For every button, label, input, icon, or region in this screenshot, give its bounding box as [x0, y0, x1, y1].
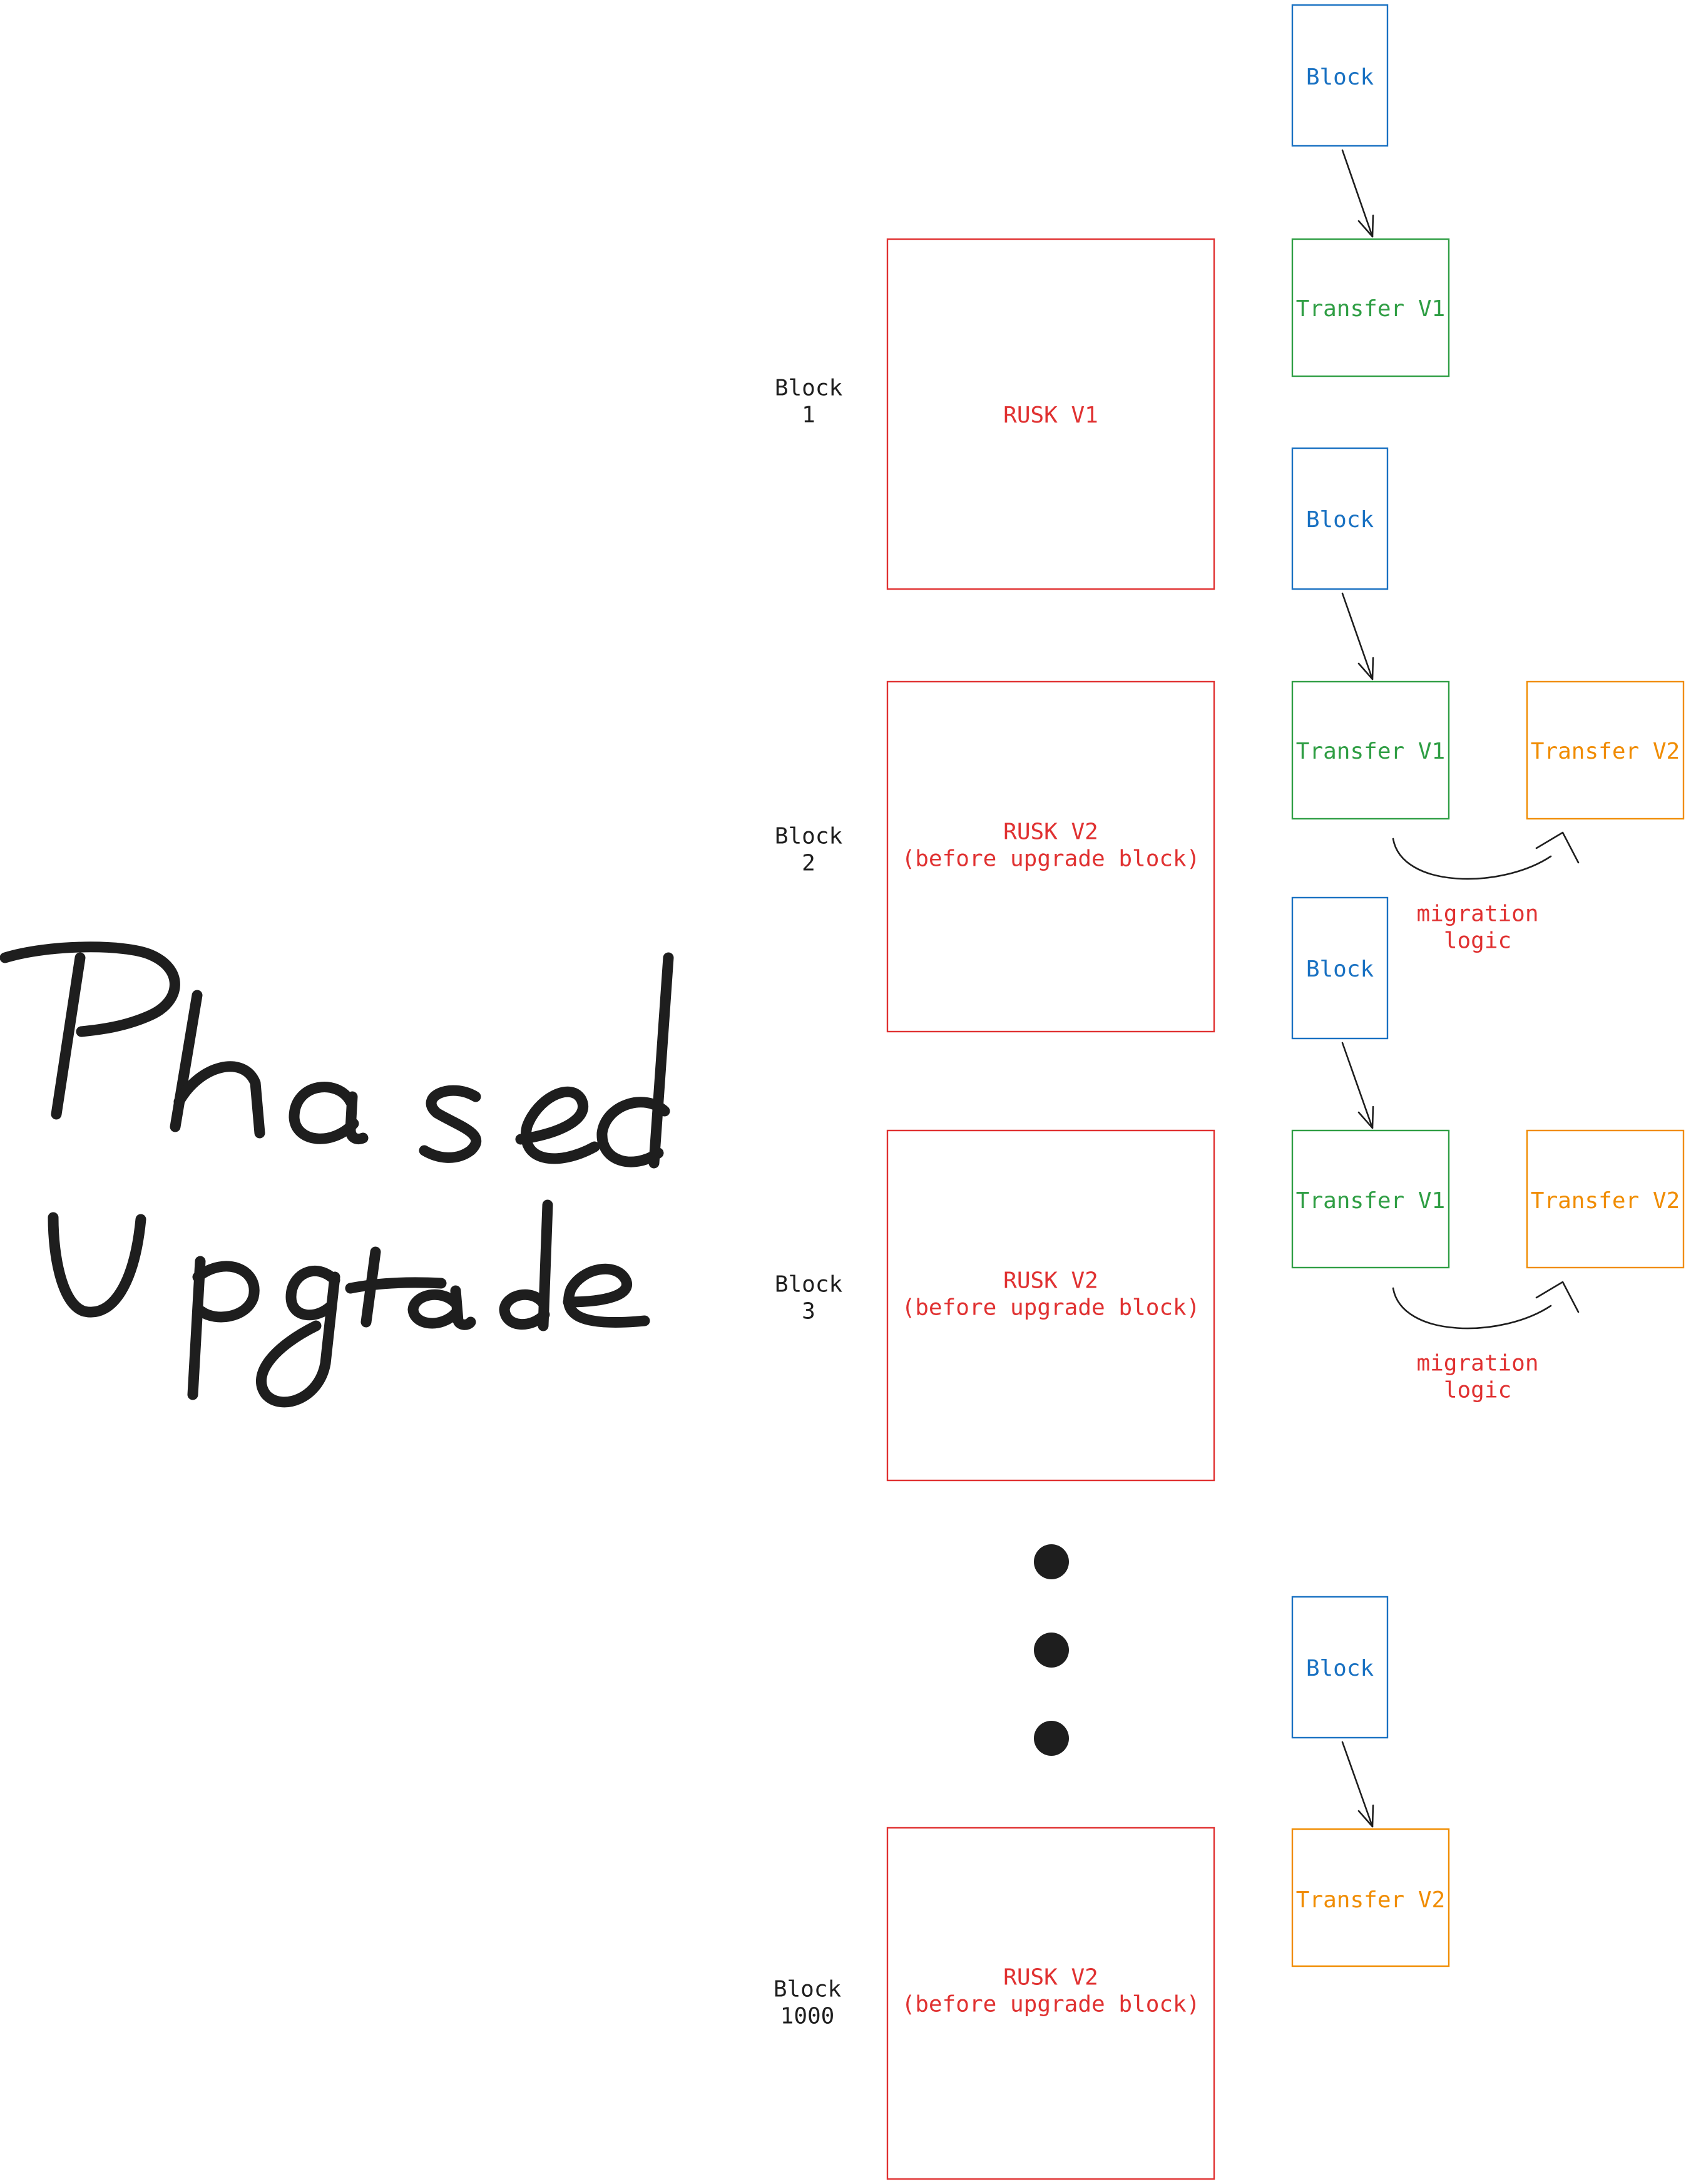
handwritten-title — [0, 941, 674, 1408]
text-line: Transfer V2 — [1531, 739, 1680, 764]
text-line: Block — [775, 824, 843, 849]
block-box-label: Block — [1306, 64, 1374, 90]
text-line: RUSK V2 — [1003, 819, 1098, 845]
rusk-box — [886, 1827, 1215, 2180]
text-line: Block — [1306, 64, 1374, 90]
text-line: Transfer V1 — [1296, 296, 1445, 322]
block-box-label: Block — [1306, 507, 1374, 533]
title-word-upgrade — [48, 1199, 650, 1408]
block-to-transfer-arrow — [1341, 1741, 1374, 1828]
text-line: migration — [1416, 901, 1538, 927]
block-to-transfer-arrow — [1341, 1042, 1374, 1129]
transfer-v2-label: Transfer V2 — [1531, 739, 1680, 764]
migration-arrow — [1392, 838, 1552, 880]
text-line: Block — [775, 376, 843, 401]
block-box — [1291, 4, 1389, 147]
text-line: 1 — [802, 402, 815, 428]
text-line: Transfer V2 — [1296, 1887, 1445, 1913]
arrowhead — [1357, 1804, 1374, 1828]
block-box-label: Block — [1306, 1656, 1374, 1681]
transfer-v1-label: Transfer V1 — [1296, 1188, 1445, 1214]
text-line: RUSK V2 — [1003, 1268, 1098, 1294]
transfer-v1-label: Transfer V1 — [1296, 739, 1445, 764]
block-to-transfer-arrow — [1341, 149, 1374, 238]
transfer-v2-label: Transfer V2 — [1296, 1887, 1445, 1913]
arrowhead — [1357, 1105, 1374, 1129]
rusk-label: RUSK V1 — [1003, 402, 1098, 428]
text-line: (before upgrade block) — [902, 846, 1200, 872]
transfer-v1-box — [1291, 238, 1450, 377]
text-line: Block — [775, 1272, 843, 1298]
ellipsis-dots — [1034, 1544, 1069, 1756]
text-line: Transfer V1 — [1296, 739, 1445, 764]
migration-arrow — [1392, 1287, 1552, 1330]
transfer-v1-box — [1291, 680, 1450, 820]
text-line: Block — [1306, 507, 1374, 533]
rusk-box — [886, 680, 1215, 1033]
text-line: logic — [1444, 1378, 1511, 1403]
text-line: 3 — [802, 1299, 815, 1325]
text-line: migration — [1416, 1351, 1538, 1377]
rusk-box — [886, 238, 1215, 590]
arrowhead — [1535, 831, 1580, 864]
text-line: Transfer V2 — [1531, 1188, 1680, 1214]
ellipsis-dot — [1034, 1721, 1069, 1756]
text-line: logic — [1444, 928, 1511, 954]
block-box — [1291, 447, 1389, 590]
transfer-v1-box — [1291, 1129, 1450, 1269]
text-line: Transfer V1 — [1296, 1188, 1445, 1214]
block-box — [1291, 1596, 1389, 1739]
transfer-v2-box — [1526, 680, 1685, 820]
text-line: Block — [1306, 1656, 1374, 1681]
transfer-v2-box — [1291, 1828, 1450, 1967]
text-line: Block — [1306, 956, 1374, 982]
ellipsis-dot — [1034, 1633, 1069, 1668]
rusk-label: RUSK V2(before upgrade block) — [902, 819, 1200, 872]
text-line: (before upgrade block) — [902, 1295, 1200, 1321]
text-line: (before upgrade block) — [902, 1992, 1200, 2017]
title-word-phased — [0, 941, 674, 1169]
text-line: Block — [774, 1977, 842, 2002]
rusk-label: RUSK V2(before upgrade block) — [902, 1965, 1200, 2017]
rusk-box — [886, 1129, 1215, 1482]
transfer-v1-label: Transfer V1 — [1296, 296, 1445, 322]
text-line: RUSK V2 — [1003, 1965, 1098, 1991]
rusk-label: RUSK V2(before upgrade block) — [902, 1268, 1200, 1321]
block-to-transfer-arrow — [1341, 592, 1374, 680]
block-box — [1291, 896, 1389, 1040]
text-line: 1000 — [780, 2004, 835, 2029]
arrowhead — [1357, 657, 1374, 680]
arrowhead — [1535, 1281, 1580, 1313]
text-line: RUSK V1 — [1003, 402, 1098, 428]
text-line: 2 — [802, 851, 815, 876]
block-box-label: Block — [1306, 956, 1374, 982]
ellipsis-dot — [1034, 1544, 1069, 1579]
transfer-v2-label: Transfer V2 — [1531, 1188, 1680, 1214]
transfer-v2-box — [1526, 1129, 1685, 1269]
arrowhead — [1357, 214, 1374, 238]
